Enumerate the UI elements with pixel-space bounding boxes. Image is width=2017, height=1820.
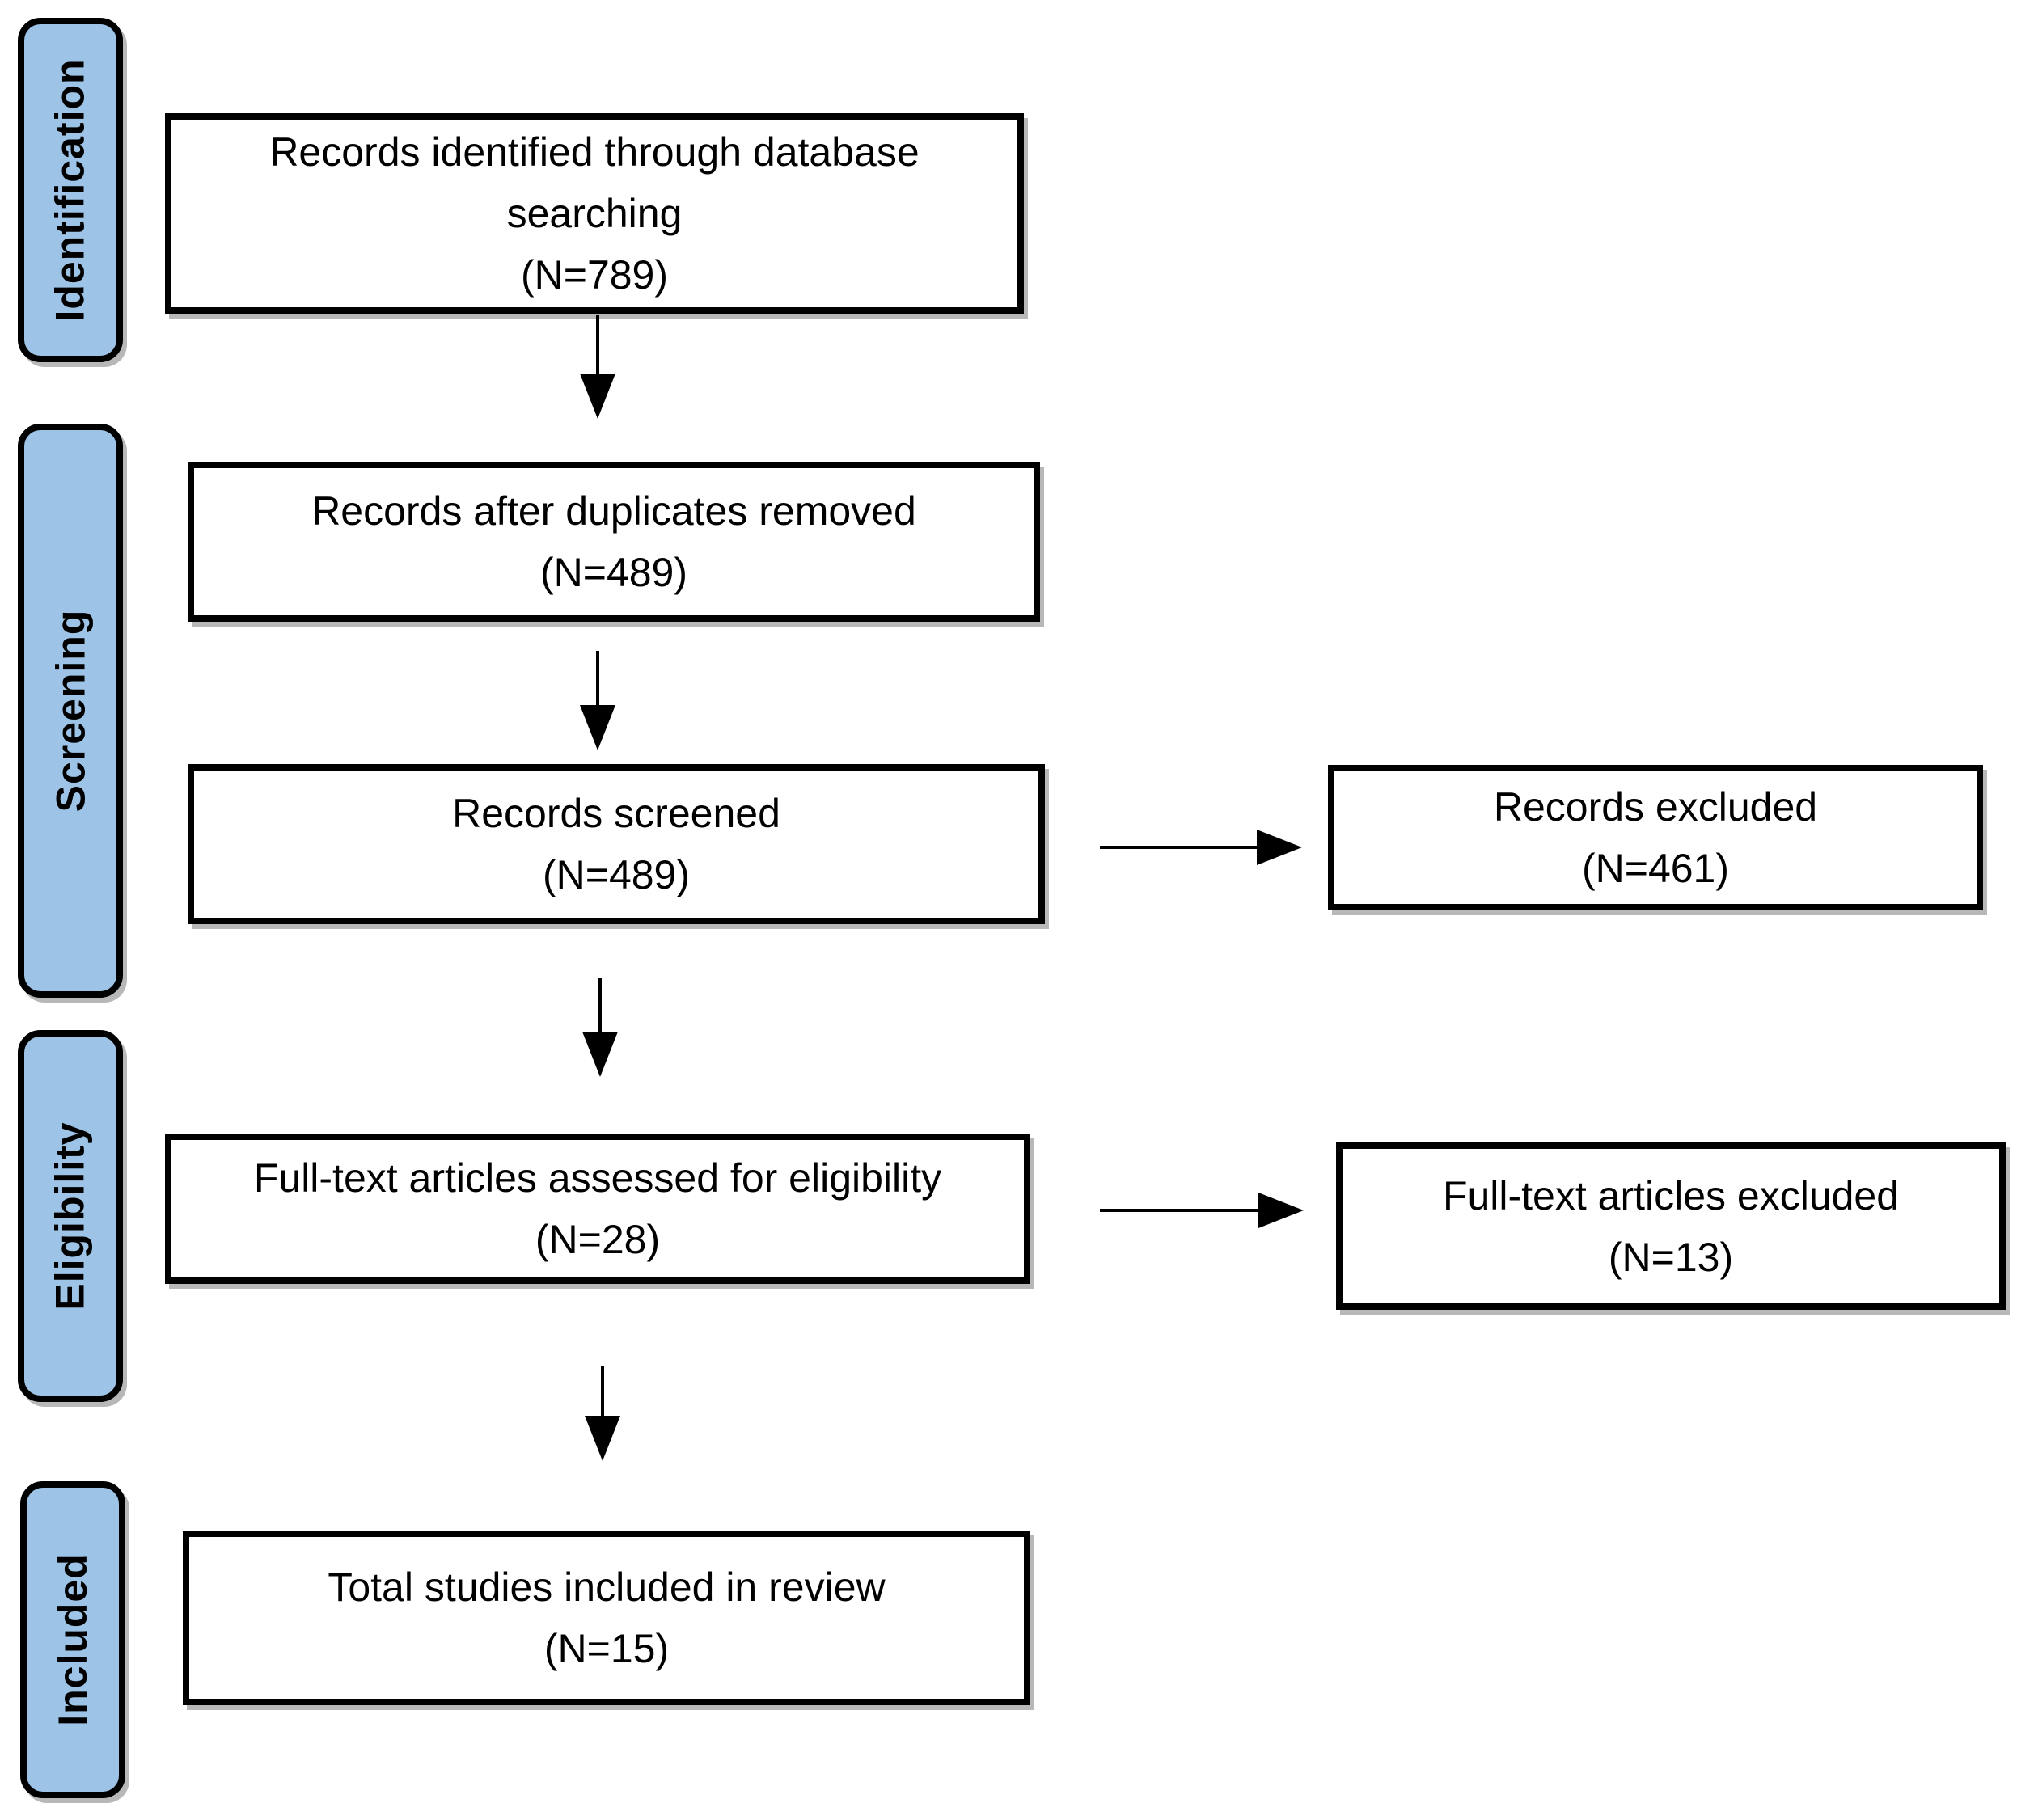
box-records-screened-count: (N=489) — [542, 852, 691, 897]
arrow-identified-to-deduplicated — [580, 315, 615, 419]
box-total-included-text: Total studies included in review — [328, 1565, 886, 1610]
stage-included-label: Included — [50, 1553, 96, 1726]
box-fulltext-excluded-text: Full-text articles excluded — [1442, 1172, 1900, 1218]
arrow-fulltext-to-included — [585, 1366, 620, 1461]
box-records-identified-count: (N=789) — [520, 252, 669, 298]
arrow-fulltext-to-excluded — [1100, 1193, 1304, 1228]
stage-eligibility: Eligibility — [18, 1030, 123, 1402]
box-fulltext-excluded-count: (N=13) — [1608, 1234, 1734, 1280]
box-records-screened: Records screened (N=489) — [188, 764, 1045, 924]
box-records-identified: Records identified through database sear… — [165, 113, 1024, 314]
box-duplicates-removed: Records after duplicates removed (N=489) — [188, 462, 1040, 622]
box-records-screened-text: Records screened — [452, 791, 780, 836]
box-records-excluded-text: Records excluded — [1493, 784, 1818, 830]
arrow-deduplicated-to-screened — [580, 651, 615, 750]
stage-screening: Screening — [18, 424, 123, 998]
box-records-excluded: Records excluded (N=461) — [1328, 765, 1983, 910]
box-records-excluded-count: (N=461) — [1581, 846, 1730, 891]
stage-included: Included — [20, 1481, 125, 1798]
arrow-screened-to-excluded — [1100, 830, 1302, 865]
box-fulltext-excluded: Full-text articles excluded (N=13) — [1336, 1142, 2006, 1310]
box-total-included: Total studies included in review (N=15) — [183, 1531, 1030, 1705]
stage-eligibility-label: Eligibility — [48, 1121, 93, 1311]
stage-identification-label: Identification — [48, 58, 94, 322]
box-duplicates-removed-count: (N=489) — [539, 550, 688, 595]
box-fulltext-assessed: Full-text articles assessed for eligibil… — [165, 1134, 1030, 1284]
box-fulltext-assessed-text: Full-text articles assessed for eligibil… — [253, 1155, 942, 1201]
arrow-screened-to-fulltext — [582, 978, 618, 1077]
stage-screening-label: Screening — [48, 609, 93, 813]
stage-identification: Identification — [18, 18, 123, 362]
box-total-included-count: (N=15) — [543, 1626, 670, 1671]
box-fulltext-assessed-count: (N=28) — [535, 1217, 661, 1262]
box-duplicates-removed-text: Records after duplicates removed — [311, 488, 916, 534]
box-records-identified-text: Records identified through database sear… — [269, 129, 920, 236]
